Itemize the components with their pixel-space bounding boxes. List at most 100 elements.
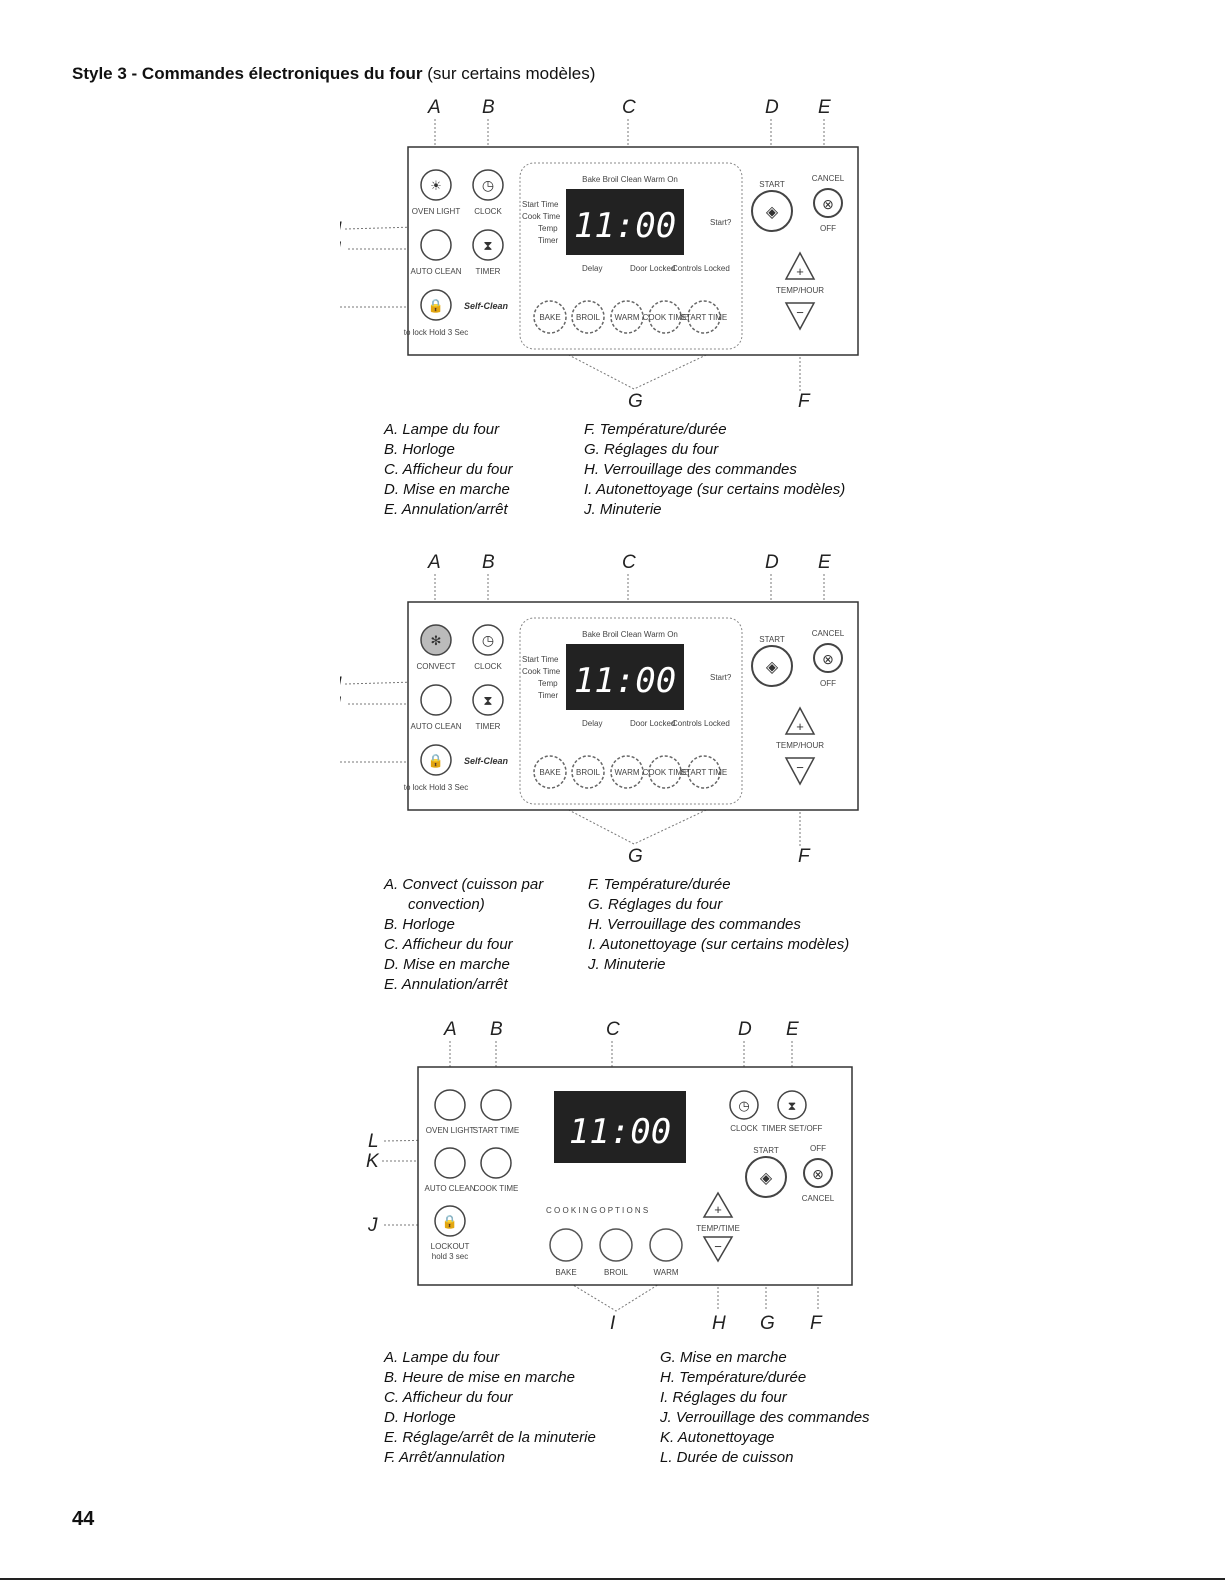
start-icon: ◈	[766, 204, 779, 221]
warm-label: WARM	[653, 1268, 678, 1277]
callout-a: A	[427, 97, 441, 118]
legend-item: J. Minuterie	[588, 956, 666, 973]
warm-button: WARM	[614, 313, 639, 322]
cook-time-button: COOK TIME	[643, 768, 688, 777]
callout-e: E	[818, 552, 831, 573]
display-delay: Delay	[582, 719, 602, 728]
temp-down-button	[702, 1236, 734, 1263]
plus-icon: +	[796, 719, 804, 734]
bake-button: BAKE	[539, 313, 560, 322]
lock-icon: 🔒	[428, 753, 444, 768]
heading-normal: (sur certains modèles)	[427, 64, 596, 83]
oven-light-label: OVEN LIGHT	[426, 1126, 475, 1135]
clock-label: CLOCK	[474, 207, 502, 216]
legend-item: C. Afficheur du four	[384, 1389, 513, 1406]
display-start-question: Start?	[710, 673, 732, 682]
plus-icon: +	[796, 264, 804, 279]
display-door-locked: Door Locked	[630, 264, 675, 273]
display-timer: Timer	[538, 236, 558, 245]
callout-a: A	[427, 552, 441, 573]
start-label: START	[753, 1146, 779, 1155]
temp-up-button	[702, 1191, 734, 1218]
callout-e: E	[786, 1019, 799, 1040]
legend-item: I. Réglages du four	[660, 1389, 787, 1406]
callout-h: H	[712, 1313, 726, 1334]
callout-j: J	[367, 1215, 378, 1236]
lock-hint-label: to lock Hold 3 Sec	[404, 783, 468, 792]
legend-item: H. Verrouillage des commandes	[588, 916, 801, 933]
display-temp: Temp	[538, 224, 558, 233]
off-label: OFF	[820, 679, 836, 688]
callout-d: D	[738, 1019, 752, 1040]
legend-item: C. Afficheur du four	[384, 461, 513, 478]
start-label: START	[759, 180, 785, 189]
minus-icon: −	[796, 760, 804, 775]
control-panel-diagram-3: A B C D E L K J I H G F 🔒 OVEN LIGHT STA…	[340, 1015, 880, 1335]
auto-clean-label: AUTO CLEAN	[425, 1184, 476, 1193]
display-start-time: Start Time	[522, 200, 559, 209]
clock-icon: ◷	[482, 177, 494, 193]
page-number: 44	[72, 1508, 95, 1530]
legend-item: F. Arrêt/annulation	[384, 1449, 505, 1466]
legend-item: L. Durée de cuisson	[660, 1449, 794, 1466]
display-cook-time: Cook Time	[522, 212, 561, 221]
callout-e: E	[818, 97, 831, 118]
oven-light-label: OVEN LIGHT	[412, 207, 461, 216]
clock-icon: ◷	[482, 632, 494, 648]
callout-f: F	[798, 391, 811, 412]
display-start-time: Start Time	[522, 655, 559, 664]
bottom-rule	[0, 1578, 1225, 1580]
timer-label: TIMER	[476, 722, 501, 731]
broil-button: BROIL	[576, 313, 601, 322]
legend-item: A. Lampe du four	[384, 1349, 500, 1366]
cancel-icon: ⊗	[812, 1166, 824, 1182]
callout-b: B	[490, 1019, 503, 1040]
callout-k: K	[366, 1151, 380, 1172]
legend-item: A. Lampe du four	[384, 421, 500, 438]
fan-icon: ✻	[431, 633, 442, 648]
cancel-icon: ⊗	[822, 651, 834, 667]
legend-item: E. Réglage/arrêt de la minuterie	[384, 1429, 596, 1446]
display-timer: Timer	[538, 691, 558, 700]
temp-down-button	[784, 757, 816, 786]
legend-item: I. Autonettoyage (sur certains modèles)	[584, 481, 846, 498]
legend-item: D. Mise en marche	[384, 481, 510, 498]
legend-2-left: A. Convect (cuisson par convection) B. H…	[384, 875, 543, 995]
lockout-hint: hold 3 sec	[432, 1252, 468, 1261]
legend-item: F. Température/durée	[588, 876, 731, 893]
cancel-label: CANCEL	[812, 629, 845, 638]
timer-label: TIMER	[476, 267, 501, 276]
start-icon: ◈	[760, 1170, 773, 1187]
start-time-button: START TIME	[681, 768, 728, 777]
display-door-locked: Door Locked	[630, 719, 675, 728]
display-time: 11:00	[569, 1112, 671, 1152]
callout-c: C	[622, 552, 636, 573]
callout-g: G	[628, 846, 643, 867]
clock-icon: ◷	[738, 1098, 749, 1113]
auto-clean-label: AUTO CLEAN	[411, 722, 462, 731]
auto-clean-label: AUTO CLEAN	[411, 267, 462, 276]
lockout-label: LOCKOUT	[431, 1242, 470, 1251]
self-clean-label: Self-Clean	[464, 301, 509, 311]
temp-down-button	[784, 302, 816, 331]
callout-i: I	[610, 1313, 616, 1334]
lock-icon: 🔒	[442, 1214, 458, 1229]
temp-up-button	[784, 251, 816, 280]
callout-i: I	[340, 239, 342, 260]
cancel-icon: ⊗	[822, 196, 834, 212]
callout-l: L	[368, 1131, 379, 1152]
legend-item: K. Autonettoyage	[660, 1429, 775, 1446]
legend-item: H. Température/durée	[660, 1369, 807, 1386]
callout-j: J	[340, 674, 342, 695]
legend-item: I. Autonettoyage (sur certains modèles)	[588, 936, 850, 953]
cancel-label: CANCEL	[812, 174, 845, 183]
hourglass-icon: ⧗	[483, 693, 492, 708]
display-controls-locked: Controls Locked	[672, 719, 730, 728]
legend-item: B. Horloge	[384, 916, 455, 933]
minus-icon: −	[796, 305, 804, 320]
display-temp: Temp	[538, 679, 558, 688]
minus-icon: −	[714, 1239, 722, 1254]
callout-j: J	[340, 219, 342, 240]
